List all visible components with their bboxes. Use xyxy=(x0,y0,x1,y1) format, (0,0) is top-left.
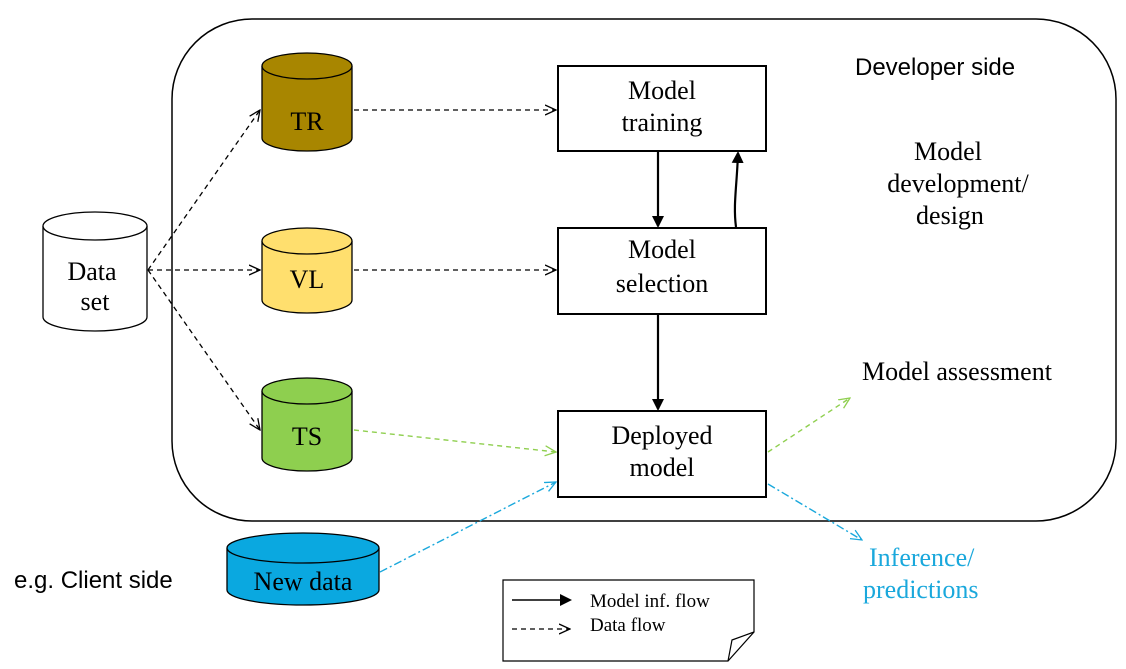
dataset-cylinder: Data set xyxy=(42,211,148,332)
inference-label: Inference/ predictions xyxy=(863,543,979,604)
tr-cylinder: TR xyxy=(261,52,353,152)
ts-label: TS xyxy=(292,422,322,451)
vl-cylinder: VL xyxy=(261,227,353,314)
dataset-label-line1: Data xyxy=(67,257,117,286)
legend-model-flow-label: Model inf. flow xyxy=(590,591,710,612)
deployed-model-line1: Deployed xyxy=(611,421,712,450)
tr-label: TR xyxy=(290,107,324,136)
deployed-to-assessment-arrow xyxy=(767,398,850,453)
inference-line2: predictions xyxy=(863,575,979,604)
developer-side-label: Developer side xyxy=(855,54,1015,81)
new-data-cylinder: New data xyxy=(226,532,380,606)
ts-to-deployed-arrow xyxy=(353,429,556,452)
selection-to-training-arrow xyxy=(731,151,744,228)
model-training-line2: training xyxy=(622,108,703,137)
test-flow-arrows xyxy=(353,398,850,453)
model-dev-line2: development/ xyxy=(887,169,1029,198)
deployed-to-inference-arrow xyxy=(767,483,862,540)
model-assessment-label: Model assessment xyxy=(862,357,1053,386)
newdata-to-deployed-arrow xyxy=(379,482,556,573)
model-training-box: Model training xyxy=(557,65,767,152)
model-selection-line1: Model xyxy=(628,235,696,264)
dataset-to-tr-arrow xyxy=(147,110,260,271)
model-development-label: Model development/ design xyxy=(887,137,1029,230)
dataset-label-line2: set xyxy=(81,287,111,316)
ts-cylinder: TS xyxy=(261,377,353,472)
vl-label: VL xyxy=(290,265,325,294)
model-dev-line1: Model xyxy=(914,137,982,166)
dataset-to-ts-arrow xyxy=(147,269,260,430)
client-side-label: e.g. Client side xyxy=(14,567,173,594)
developer-side-container xyxy=(171,18,1117,522)
data-flow-arrows xyxy=(147,110,556,430)
legend: Model inf. flow Data flow xyxy=(502,579,755,662)
model-dev-line3: design xyxy=(916,201,984,230)
new-data-label: New data xyxy=(254,567,353,596)
model-selection-line2: selection xyxy=(616,269,708,298)
model-selection-box: Model selection xyxy=(557,227,767,315)
model-flow-arrows xyxy=(652,151,744,411)
deployed-model-box: Deployed model xyxy=(557,410,767,498)
legend-data-flow-label: Data flow xyxy=(590,615,666,636)
deployed-model-line2: model xyxy=(630,453,695,482)
inference-line1: Inference/ xyxy=(869,543,975,572)
model-training-line1: Model xyxy=(628,76,696,105)
inference-flow-arrows xyxy=(379,482,862,573)
